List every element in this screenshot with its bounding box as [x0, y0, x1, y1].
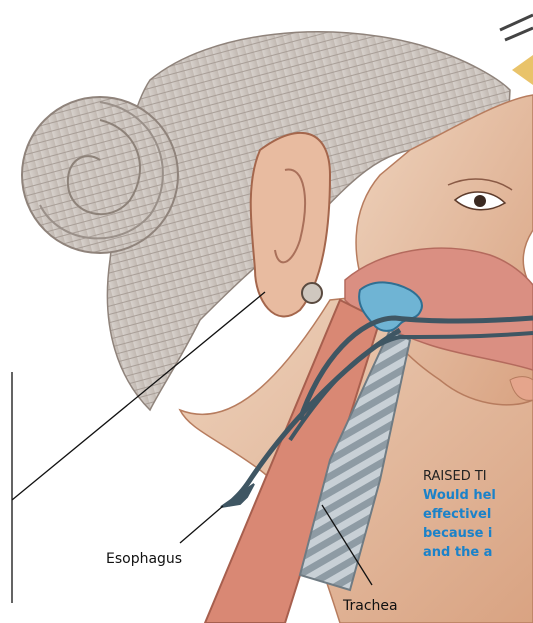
label-esophagus: Esophagus — [106, 551, 182, 567]
top-right-yellow — [512, 55, 533, 85]
caption-line: Would hel — [423, 486, 533, 505]
earring — [302, 283, 322, 303]
caption: RAISED TI Would hel effectivel because i… — [423, 467, 533, 562]
top-right-lines — [500, 15, 533, 40]
caption-line: and the a — [423, 543, 533, 562]
caption-line: because i — [423, 524, 533, 543]
arrow-icon — [221, 484, 254, 507]
caption-title: RAISED TI — [423, 467, 533, 486]
caption-line: effectivel — [423, 505, 533, 524]
esophagus-pointer — [180, 506, 223, 543]
label-trachea: Trachea — [343, 598, 398, 614]
